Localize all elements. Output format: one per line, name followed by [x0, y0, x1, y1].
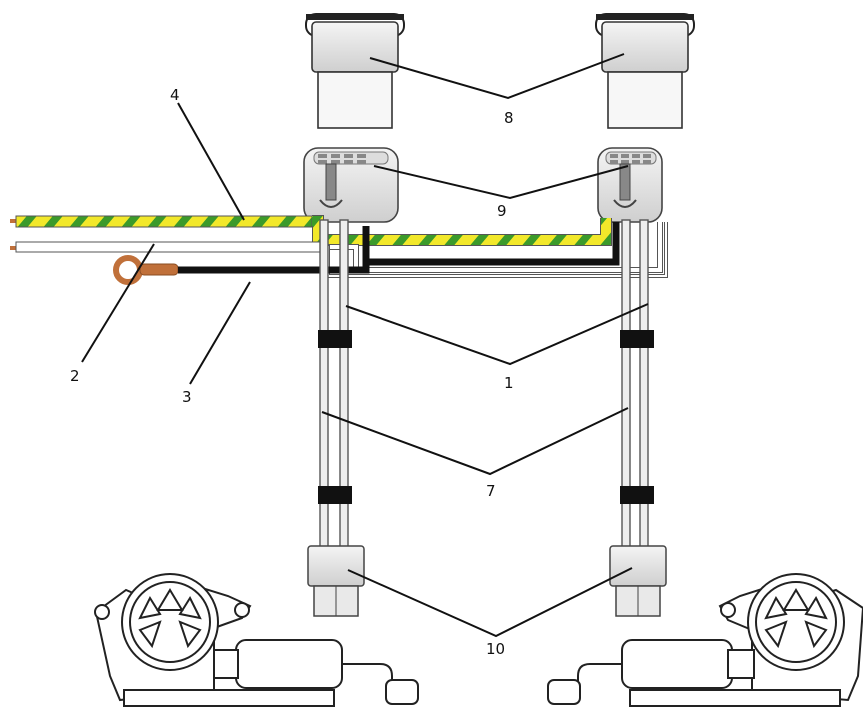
label-9: 9 — [497, 202, 507, 220]
leader-lines — [81, 53, 649, 638]
label-1: 1 — [504, 374, 514, 392]
label-7: 7 — [486, 482, 496, 500]
switch-connector-right — [597, 147, 663, 223]
label-8: 8 — [504, 109, 514, 127]
label-3: 3 — [182, 388, 192, 406]
window-motor-right — [547, 573, 863, 707]
ground-wire — [113, 222, 620, 285]
switch-left — [305, 13, 405, 129]
switch-connector-left — [303, 147, 399, 223]
window-motor-left — [94, 573, 419, 707]
power-wire — [10, 215, 612, 246]
label-10: 10 — [486, 640, 505, 658]
motor-connector-right — [609, 545, 667, 617]
motor-connector-left — [307, 545, 365, 617]
label-4: 4 — [170, 86, 180, 104]
switch-right — [595, 13, 695, 129]
label-2: 2 — [70, 367, 80, 385]
